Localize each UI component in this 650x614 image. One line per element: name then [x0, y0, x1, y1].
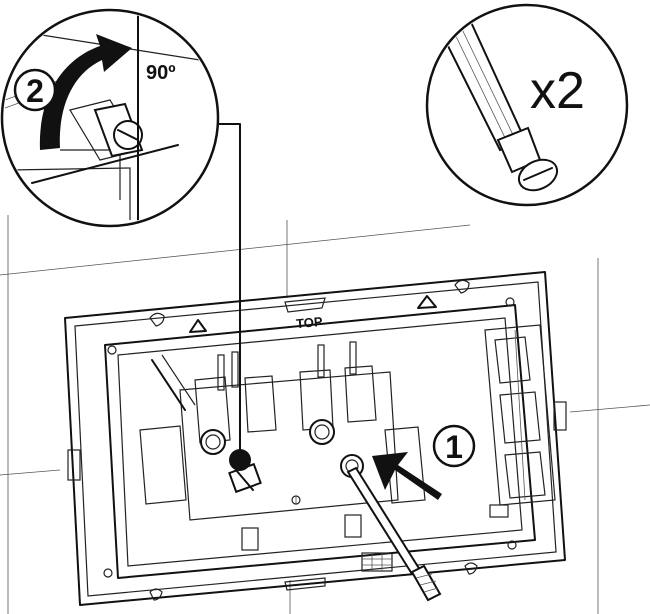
insert-arrow: [372, 452, 442, 500]
right-latch-assembly: [484, 324, 556, 518]
step-1-number: 1: [445, 429, 463, 465]
top-label: TOP: [295, 314, 323, 331]
detail-anchor-dot: [229, 449, 251, 471]
quantity-detail-circle: x2: [425, 3, 629, 207]
left-stopcock: [200, 429, 262, 494]
valve-body: [139, 341, 426, 572]
step-2-number: 2: [26, 73, 44, 109]
quantity-label: x2: [530, 62, 585, 120]
wall-reference-lines: [0, 215, 650, 614]
step-1-badge: 1: [432, 424, 476, 468]
rotation-arrow: [39, 34, 133, 150]
detail-leader-line: [207, 123, 241, 459]
mounting-frame: [64, 271, 567, 606]
rotation-detail-circle: 2 90º: [0, 8, 220, 228]
rotation-angle-label: 90º: [146, 62, 176, 84]
screwdriver: [346, 466, 442, 602]
